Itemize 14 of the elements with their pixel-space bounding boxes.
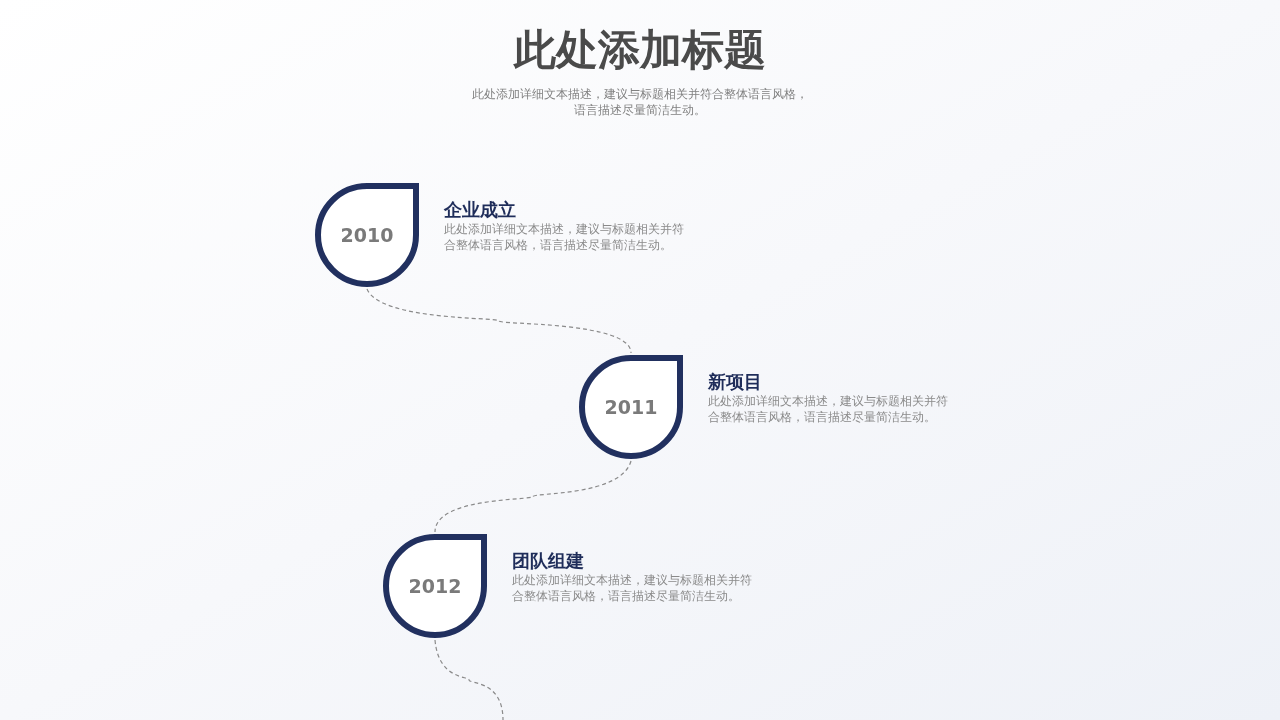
year-text: 2010 — [340, 222, 394, 248]
dashed-connector — [434, 639, 504, 720]
title: 此处添加标题 — [514, 24, 766, 76]
subtitle: 此处添加详细文本描述，建议与标题相关并符合整体语言风格，语言描述尽量简洁生动。 — [471, 86, 809, 118]
dashed-connector — [434, 460, 632, 533]
milestone-heading: 团队组建 — [512, 550, 584, 572]
milestone-description: 此处添加详细文本描述，建议与标题相关并符合整体语言风格，语言描述尽量简洁生动。 — [512, 572, 753, 604]
milestone-heading: 新项目 — [708, 371, 762, 393]
year-text: 2012 — [408, 573, 462, 599]
milestone-description: 此处添加详细文本描述，建议与标题相关并符合整体语言风格，语言描述尽量简洁生动。 — [444, 221, 685, 253]
year-text: 2011 — [604, 394, 658, 420]
milestone-description: 此处添加详细文本描述，建议与标题相关并符合整体语言风格，语言描述尽量简洁生动。 — [708, 393, 949, 425]
dashed-connector — [366, 288, 632, 354]
milestone-heading: 企业成立 — [444, 199, 516, 221]
